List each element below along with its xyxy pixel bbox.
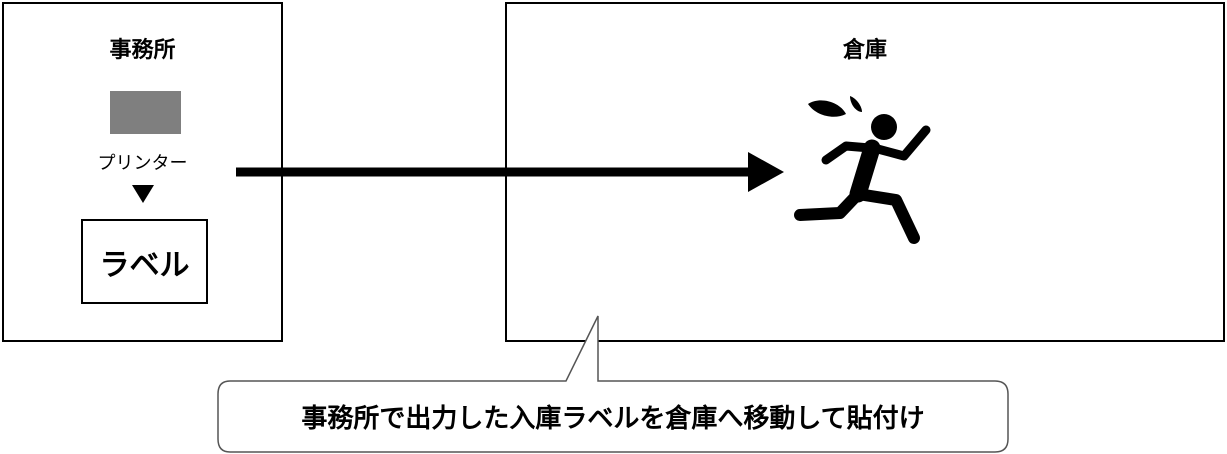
down-arrow-icon xyxy=(132,185,154,203)
label-box: ラベル xyxy=(81,219,208,304)
printer-label: プリンター xyxy=(97,153,188,174)
running-person-icon xyxy=(794,96,931,244)
caption-bubble xyxy=(217,315,1009,453)
caption-text: 事務所で出力した入庫ラベルを倉庫へ移動して貼付け xyxy=(301,404,925,434)
printer-icon xyxy=(110,91,181,134)
warehouse-title: 倉庫 xyxy=(842,38,887,63)
arrow-head xyxy=(748,152,784,192)
transfer-arrow xyxy=(236,152,784,192)
office-title: 事務所 xyxy=(109,38,176,63)
label-box-text: ラベル xyxy=(99,247,190,283)
